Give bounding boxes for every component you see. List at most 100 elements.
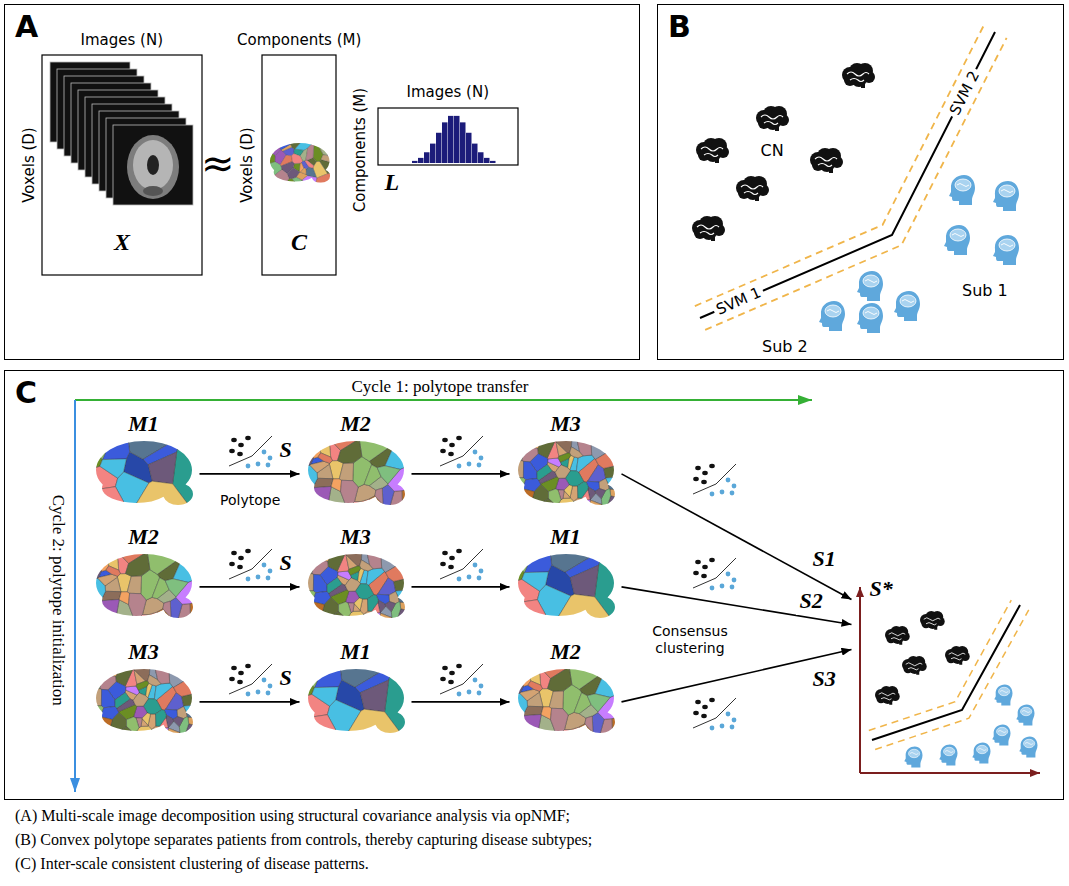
patient-head-icon [944,225,970,255]
brain-parcel [377,465,400,483]
polytope-icon [440,449,446,453]
brain-parcel [89,731,103,743]
polytope-icon [238,671,244,675]
control-brain-icon [736,176,769,201]
brain-parcel [190,600,200,628]
patient-head-icon [944,225,970,255]
brain-parcel [265,150,275,165]
solution-label: S2 [796,588,825,614]
matrix-name: X [114,228,130,257]
polytope-icon [449,556,455,560]
control-brain-icon [948,652,965,655]
brain-parcel [510,436,524,461]
brain-parcel [314,664,341,688]
polytope-icon [477,576,482,581]
polytope-icon [440,549,483,579]
polytope-icon [693,711,699,715]
control-brain-icon [696,138,729,163]
brain-parcel [119,591,130,604]
polytope-icon [245,549,251,553]
brain-parcel [402,487,412,515]
brain-parcel [345,577,360,590]
control-brain-icon [842,63,875,88]
polytope-icon [457,692,462,697]
brain-parcel [88,599,119,629]
mri-slice [127,135,179,199]
panel-letter: A [5,5,48,49]
brain-parcel [552,729,597,744]
histogram-bar [484,158,490,163]
polytope-icon [457,464,462,469]
brain-parcel [364,611,375,620]
patient-head-icon [863,307,879,319]
consensus-plot: S* [852,575,1045,780]
brain-parcel [321,155,334,164]
brain-parcel [577,507,586,516]
brain-parcel [326,577,341,593]
brain-parcel [139,729,157,744]
brain-map [510,664,622,744]
brain-parcel [574,498,585,507]
brain-parcel [300,465,318,504]
brain-parcel [99,458,126,477]
control-brain-icon [704,154,718,157]
histogram-bar [418,158,424,163]
brain-parcel [354,598,363,610]
polytope-icon [245,436,251,440]
polytope-icon [477,463,482,468]
polytope-icon [266,576,271,581]
brain-parcel [265,170,274,188]
brain-parcel [130,481,197,516]
brain-parcel [92,549,119,560]
patient-head-icon [900,295,916,307]
solution-label: S1 [810,546,839,572]
patient-head-icon [972,742,990,763]
matrix-name: C [291,228,307,257]
control-brain-icon [908,667,919,669]
polytope-icon [473,563,478,568]
control-brain-icon [692,216,725,241]
brain-parcel [521,571,548,590]
control-brain-icon [951,657,962,659]
flow-arrow [412,701,510,703]
brain-map [88,549,200,629]
brain-parcel [549,690,563,708]
brain-parcel [136,681,149,690]
brain-parcel [265,140,279,150]
brain-parcel [320,160,335,174]
margin-line [868,600,1010,730]
brain-parcel [102,728,117,744]
flow-arrow [412,473,510,475]
patient-head-icon [1024,742,1032,744]
brain-parcel [348,566,361,575]
patient-head-icon [943,747,954,755]
polytope-icon [726,712,731,717]
brain-parcel [511,436,528,451]
control-brain-icon [715,157,719,163]
parcel-map [88,549,200,629]
polytope-icon [702,565,708,569]
polytope-icon [720,584,725,589]
patient-head-icon [1019,736,1037,757]
polytope-icon [693,464,736,497]
brain-parcellation: M2 [88,525,200,629]
polytope-icon [701,714,707,718]
patient-head-icon [957,184,969,187]
patient-head-icon [952,234,964,237]
polytope-icon [732,718,737,723]
brain-parcel [302,176,317,190]
polytope-icon [229,436,272,469]
polytope-icon [720,490,725,495]
brain-parcel [265,178,280,190]
polytope-icon [448,565,454,569]
brain-parcel [173,549,200,582]
polytope-icon [268,684,273,689]
brain-parcel [513,477,525,488]
brain-parcel [305,160,314,168]
polytope-icon [262,450,267,455]
brain-parcellation: M3 [510,412,622,516]
brain-parcel [518,496,532,508]
polytope-icon [246,464,251,469]
brain-parcel [380,549,412,563]
